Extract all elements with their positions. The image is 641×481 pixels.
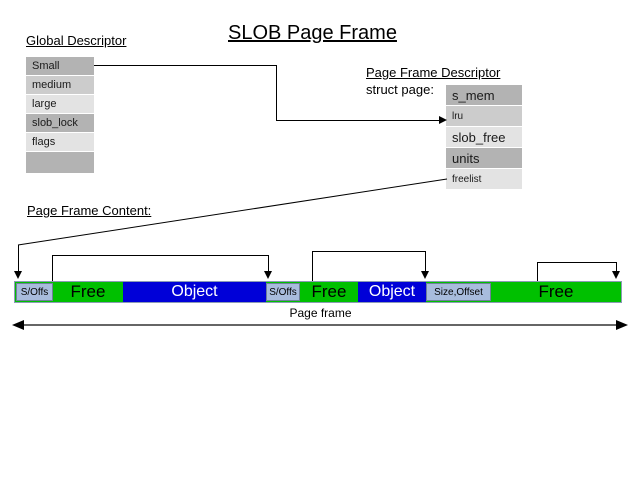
gd-field-small: Small <box>26 57 94 76</box>
connector-freelist-arrowhead <box>14 271 22 279</box>
page-frame-descriptor-heading: Page Frame Descriptor <box>366 65 501 80</box>
bracket-1-right <box>268 255 269 273</box>
pfd-field-slob-free: slob_free <box>446 127 522 148</box>
segment-free-4: Free <box>300 282 358 302</box>
bracket-3-left <box>537 262 538 281</box>
page-frame-span-label: Page frame <box>289 306 352 320</box>
page-frame-content-heading: Page Frame Content: <box>27 203 152 218</box>
connector-small-to-lru-top <box>94 65 276 66</box>
connector-small-to-lru-arrowhead <box>439 116 447 124</box>
pfd-field-s-mem: s_mem <box>446 85 522 106</box>
global-descriptor-heading: Global Descriptor <box>26 33 127 48</box>
connector-small-to-lru-drop <box>276 65 277 120</box>
segment-header-3: S/Offs <box>266 283 300 301</box>
page-frame-bar: S/Offs Free Object S/Offs Free Object Si… <box>14 281 622 303</box>
bracket-2-left <box>312 251 313 281</box>
segment-header-0: S/Offs <box>16 283 53 301</box>
bracket-2-top <box>312 251 425 252</box>
gd-field-empty <box>26 152 94 174</box>
connector-freelist-to-first-block <box>17 178 448 246</box>
page-title: SLOB Page Frame <box>228 22 397 44</box>
pfd-field-units: units <box>446 148 522 169</box>
bracket-1-top <box>52 255 268 256</box>
segment-free-1: Free <box>53 282 123 302</box>
bracket-3-arrowhead <box>612 271 620 279</box>
bracket-3-right <box>616 262 617 273</box>
gd-field-large: large <box>26 95 94 114</box>
pfd-field-lru: lru <box>446 106 522 127</box>
bracket-2-right <box>425 251 426 273</box>
segment-free-7: Free <box>491 282 621 302</box>
struct-page-label: struct page: <box>366 82 434 97</box>
pfd-field-freelist: freelist <box>446 169 522 190</box>
gd-field-medium: medium <box>26 76 94 95</box>
page-frame-span-arrow <box>12 320 628 330</box>
bracket-1-arrowhead <box>264 271 272 279</box>
segment-header-6: Size,Offset <box>426 283 491 301</box>
bracket-1-left <box>52 255 53 281</box>
gd-field-slob-lock: slob_lock <box>26 114 94 133</box>
gd-field-flags: flags <box>26 133 94 152</box>
segment-object-2: Object <box>123 282 266 302</box>
segment-object-5: Object <box>358 282 426 302</box>
connector-freelist-drop <box>18 245 19 273</box>
bracket-3-top <box>537 262 616 263</box>
bracket-2-arrowhead <box>421 271 429 279</box>
connector-small-to-lru-bottom <box>276 120 439 121</box>
